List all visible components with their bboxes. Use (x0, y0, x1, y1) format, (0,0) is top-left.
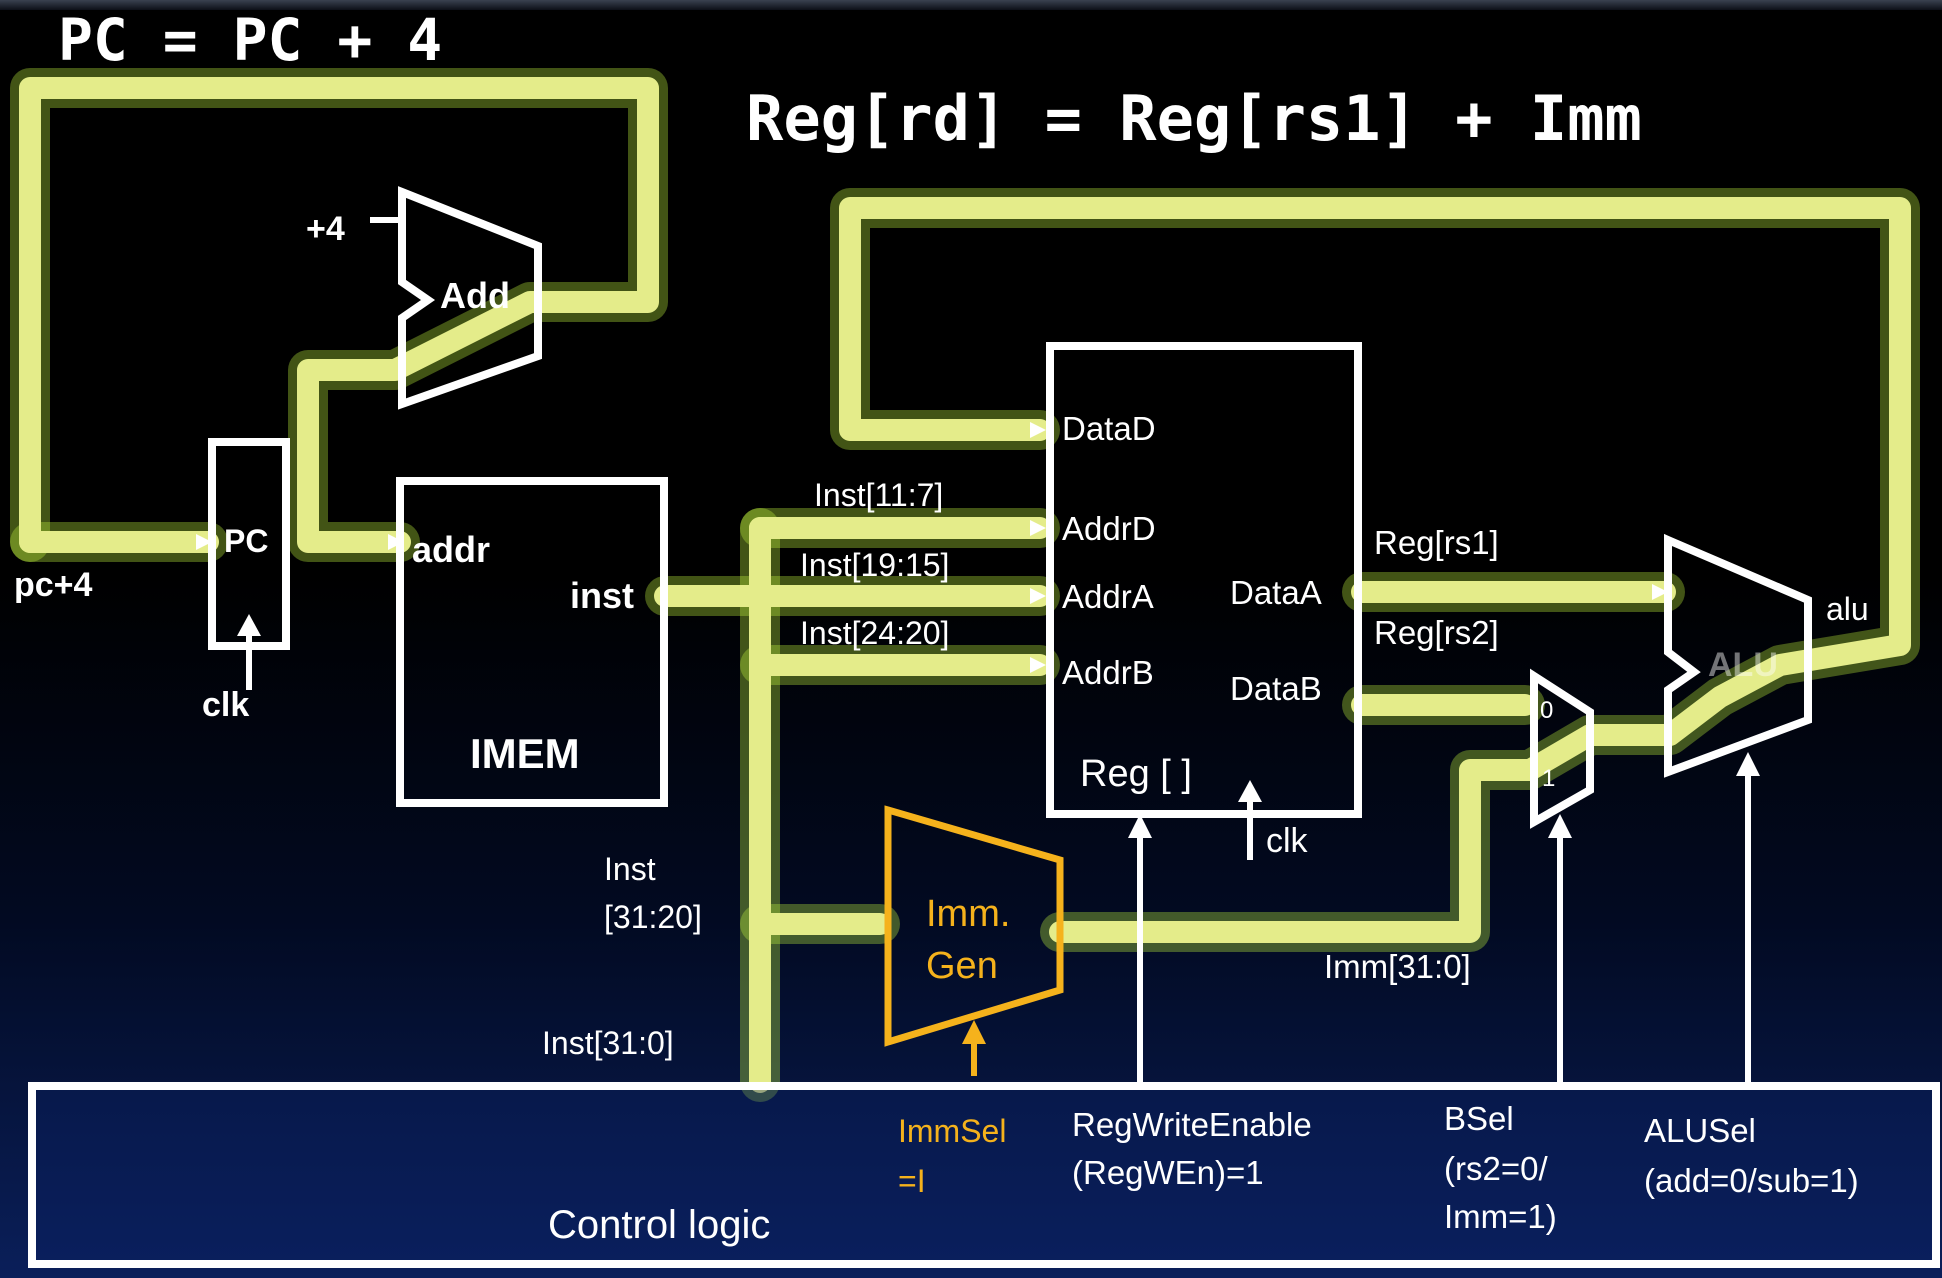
addrb-arrow (1030, 657, 1046, 673)
pc-equation: PC = PC + 4 (58, 6, 442, 74)
regfile-dataa-label: DataA (1230, 574, 1322, 611)
regfile-clk-label: clk (1266, 822, 1309, 860)
regfile-datad-label: DataD (1062, 410, 1156, 447)
regfile-title: Reg [ ] (1080, 753, 1192, 795)
control-logic-box (28, 1082, 1940, 1268)
bsel-label-line2: (rs2=0/ (1444, 1150, 1548, 1187)
immsel-label-line2: =I (898, 1163, 926, 1199)
imm-out-label: Imm[31:0] (1324, 948, 1471, 985)
reg-rs1-label: Reg[rs1] (1374, 524, 1499, 561)
imm-gen-label-line2: Gen (926, 945, 998, 987)
imem-inst-label: inst (570, 575, 634, 616)
active-wires (19, 77, 1911, 1093)
top-bar (0, 0, 1942, 10)
pc-register-label: PC (224, 523, 268, 559)
reg-rs2-label: Reg[rs2] (1374, 614, 1499, 651)
addra-arrow (1030, 588, 1046, 604)
plus4-label: +4 (306, 210, 345, 248)
alusel-label-line1: ALUSel (1644, 1112, 1756, 1149)
alusel-label-line2: (add=0/sub=1) (1644, 1162, 1859, 1199)
alu-a-arrow (1652, 584, 1668, 600)
pc-adder (370, 186, 542, 410)
register-file (1046, 342, 1362, 860)
adder-label: Add (440, 275, 510, 316)
alu-shape (1664, 533, 1812, 778)
inst-rd-label: Inst[11:7] (814, 477, 943, 513)
pc-in-arrow (196, 534, 212, 550)
immsel-label-line1: ImmSel (898, 1113, 1006, 1149)
b-mux (1530, 668, 1594, 829)
imm-gen-box (884, 805, 1064, 1047)
pc-plus4-feedback-wire (19, 77, 659, 553)
imem-box (396, 477, 668, 807)
inst-rs1-label: Inst[19:15] (800, 547, 949, 583)
regfile-addra-label: AddrA (1062, 578, 1154, 615)
bsel-label-line3: Imm=1) (1444, 1198, 1557, 1235)
inst-rs2-label: Inst[24:20] (800, 615, 949, 651)
pc-plus4-label: pc+4 (14, 566, 93, 604)
regfile-addrd-label: AddrD (1062, 510, 1156, 547)
pc-clk-label: clk (202, 686, 249, 724)
regwen-label-line2: (RegWEn)=1 (1072, 1154, 1264, 1191)
datad-arrow (1030, 422, 1046, 438)
inst-imm-label-line1: Inst (604, 851, 656, 887)
reg-equation: Reg[rd] = Reg[rs1] + Imm (746, 82, 1642, 155)
addrd-arrow (1030, 520, 1046, 536)
regfile-addrb-label: AddrB (1062, 654, 1154, 691)
inst-full-label: Inst[31:0] (542, 1025, 674, 1061)
regfile-datab-label: DataB (1230, 670, 1322, 707)
alu-label: ALU (1708, 646, 1778, 684)
imm-gen-label-line1: Imm. (926, 893, 1010, 935)
bsel-label-line1: BSel (1444, 1100, 1514, 1137)
imem-title: IMEM (470, 730, 580, 777)
inst-imm-label-line2: [31:20] (604, 899, 702, 935)
mux-0-label: 0 (1540, 697, 1553, 724)
imm-to-alu-wire (839, 197, 1911, 943)
alu-out-label: alu (1826, 591, 1869, 627)
pc-register (208, 438, 290, 690)
imem-addr-label: addr (412, 529, 490, 570)
control-signals (962, 752, 1760, 1082)
mux-1-label: 1 (1542, 765, 1555, 792)
control-logic-title: Control logic (548, 1203, 770, 1247)
regwen-label-line1: RegWriteEnable (1072, 1106, 1312, 1143)
